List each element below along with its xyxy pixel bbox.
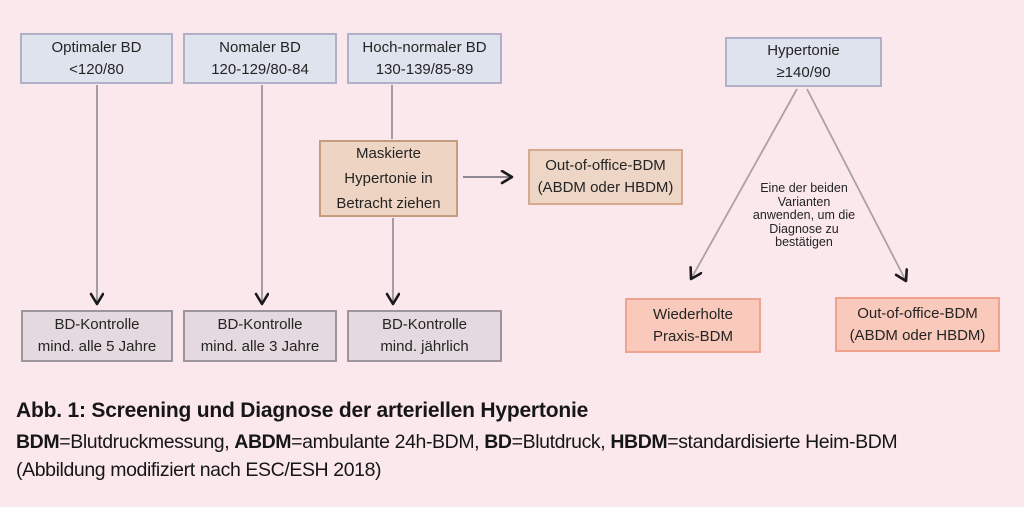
annotation-line: Varianten	[777, 194, 831, 209]
annotation-line: anwenden, um die	[752, 208, 856, 222]
node-bd-control-yearly: BD-Kontrolle mind. jährlich	[347, 310, 502, 362]
node-label-line: Hoch-normaler BD	[362, 38, 487, 56]
connector-layer	[0, 85, 1024, 507]
node-hypertension: Hypertonie ≥140/90	[725, 37, 882, 87]
abbr-definition: =Blutdruck,	[511, 431, 611, 453]
node-label-line: Nomaler BD	[219, 38, 301, 56]
node-label-line: Maskierte	[355, 145, 422, 162]
node-label-line: 130-139/85-89	[375, 60, 474, 78]
node-normal-bd: Nomaler BD 120-129/80-84	[183, 33, 337, 84]
arrow-hypertension-to-outofoffice	[806, 88, 906, 281]
node-out-of-office-bdm-bottom: Out-of-office-BDM (ABDM oder HBDM)	[835, 297, 1000, 352]
node-label-line: mind. alle 5 Jahre	[37, 338, 157, 355]
node-label-line: Optimaler BD	[51, 38, 142, 56]
arrow-hypertension-to-praxisbdm	[691, 88, 798, 279]
abbr-definition: =ambulante 24h-BDM,	[291, 431, 485, 453]
node-label-line: (ABDM oder HBDM)	[537, 179, 674, 196]
caption-source: (Abbildung modifiziert nach ESC/ESH 2018…	[16, 459, 382, 481]
figure-caption: Abb. 1: Screening und Diagnose der arter…	[16, 398, 1016, 482]
figure-canvas: Optimaler BD <120/80 Nomaler BD 120-129/…	[0, 0, 1024, 507]
annotation-line: Eine der beiden	[760, 181, 848, 195]
node-bd-control-5-years: BD-Kontrolle mind. alle 5 Jahre	[21, 310, 173, 362]
abbr-term: BDM	[16, 431, 60, 453]
node-optimal-bd: Optimaler BD <120/80	[20, 33, 173, 84]
node-label-line: Hypertonie in	[344, 170, 433, 187]
abbr-term: ABDM	[234, 431, 292, 453]
footer-whitespace	[0, 507, 1024, 521]
node-label-line: Betracht ziehen	[336, 195, 441, 212]
node-label-line: ≥140/90	[776, 64, 831, 81]
annotation-line: Diagnose zu	[769, 221, 839, 236]
caption-abbreviations: BDM=Blutdruckmessung, ABDM=ambulante 24h…	[16, 430, 1016, 454]
node-out-of-office-bdm-top: Out-of-office-BDM (ABDM oder HBDM)	[528, 149, 683, 205]
node-label-line: BD-Kontrolle	[381, 316, 468, 333]
node-label-line: Praxis-BDM	[652, 327, 733, 345]
node-repeated-praxis-bdm: Wiederholte Praxis-BDM	[625, 298, 761, 353]
node-masked-hypertension: Maskierte Hypertonie in Betracht ziehen	[319, 140, 458, 217]
node-bd-control-3-years: BD-Kontrolle mind. alle 3 Jahre	[183, 310, 337, 362]
node-label-line: mind. jährlich	[380, 338, 469, 355]
annotation-line: bestätigen	[775, 235, 833, 249]
node-label-line: mind. alle 3 Jahre	[200, 338, 320, 355]
node-label-line: Out-of-office-BDM	[545, 157, 666, 174]
node-label-line: <120/80	[69, 60, 124, 78]
node-label-line: Hypertonie	[767, 42, 840, 59]
node-label-line: BD-Kontrolle	[54, 316, 140, 333]
abbr-definition: =Blutdruckmessung,	[59, 431, 235, 453]
node-label-line: Wiederholte	[652, 305, 734, 323]
node-label-line: Out-of-office-BDM	[857, 304, 978, 322]
abbr-definition: =standardisierte Heim-BDM	[667, 431, 898, 453]
node-label-line: (ABDM oder HBDM)	[849, 326, 986, 344]
annotation-variants: Eine der beiden Varianten anwenden, um d…	[738, 181, 870, 250]
abbr-term: HBDM	[610, 431, 668, 453]
node-label-line: 120-129/80-84	[211, 60, 309, 78]
node-label-line: BD-Kontrolle	[217, 316, 303, 333]
caption-title: Abb. 1: Screening und Diagnose der arter…	[16, 399, 589, 422]
abbr-term: BD	[484, 431, 512, 453]
node-high-normal-bd: Hoch-normaler BD 130-139/85-89	[347, 33, 502, 84]
